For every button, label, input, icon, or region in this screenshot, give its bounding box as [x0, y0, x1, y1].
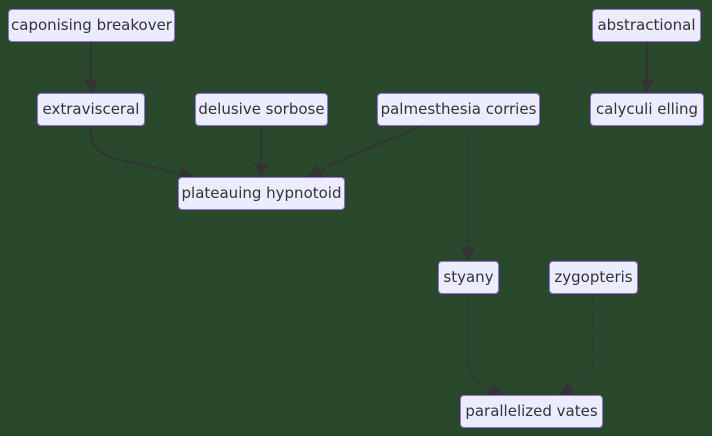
node-palmesthesia-corries[interactable]: palmesthesia corries — [377, 93, 540, 126]
node-delusive-sorbose[interactable]: delusive sorbose — [195, 93, 328, 126]
node-plateauing-hypnotoid[interactable]: plateauing hypnotoid — [178, 177, 345, 210]
node-styany[interactable]: styany — [438, 261, 499, 294]
edge-palmesthesia-to-plateauing — [307, 125, 423, 177]
node-extravisceral[interactable]: extravisceral — [37, 93, 145, 126]
edge-palmesthesia-to-styany — [461, 125, 475, 262]
node-parallelized-vates[interactable]: parallelized vates — [460, 395, 603, 428]
node-calyculi-elling[interactable]: calyculi elling — [590, 93, 704, 126]
edge-zygopteris-to-parallelized — [558, 294, 594, 395]
node-zygopteris[interactable]: zygopteris — [549, 261, 638, 294]
edge-extravisceral-to-plateauing — [90, 126, 194, 181]
node-caponising-breakover[interactable]: caponising breakover — [8, 9, 175, 42]
node-abstractional[interactable]: abstractional — [592, 9, 701, 42]
edge-styany-to-parallelized — [467, 294, 504, 396]
